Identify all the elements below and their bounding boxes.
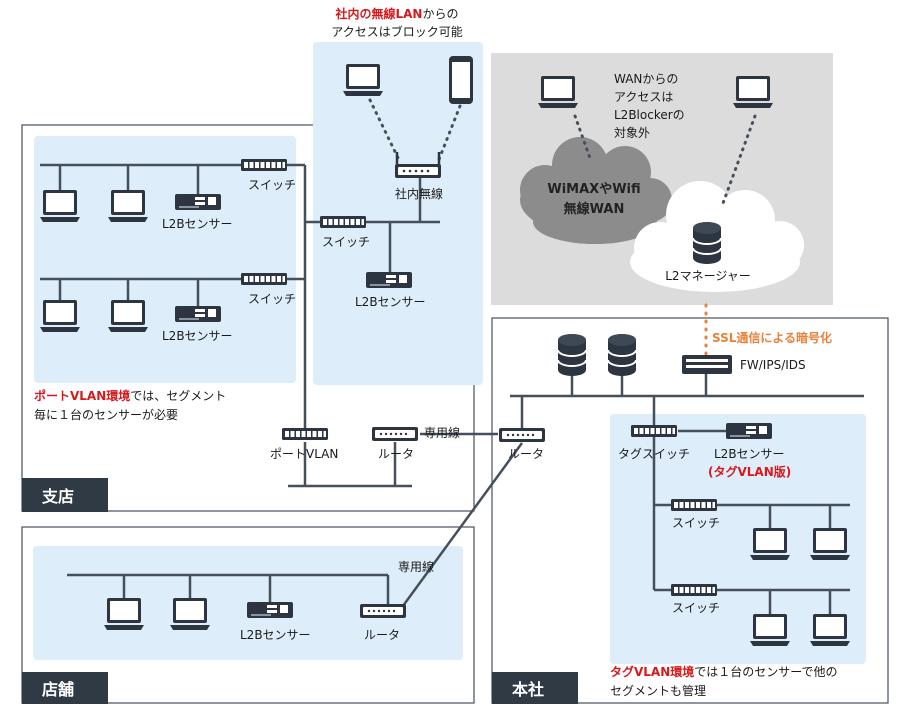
hq-sensor-label: L2Bセンサー xyxy=(714,447,785,461)
branch-sensor-1-label: L2Bセンサー xyxy=(162,217,233,231)
hq-laptop-1 xyxy=(750,528,790,560)
store-router-label: ルータ xyxy=(364,628,400,642)
branch-section-label: 支店 xyxy=(22,478,108,512)
branch-router-label: ルータ xyxy=(378,447,414,461)
manager-label: L2マネージャー xyxy=(665,269,750,283)
l2-manager-server xyxy=(692,221,722,265)
branch-switch-1-label: スイッチ xyxy=(248,178,296,192)
tag-vlan-note-line2: セグメントも管理 xyxy=(610,683,706,698)
hq-router-label: ルータ xyxy=(508,447,544,461)
branch-switch-2-label: スイッチ xyxy=(248,292,296,306)
wan-laptop-1 xyxy=(538,76,578,108)
hq-sensor-sublabel: (タグVLAN版) xyxy=(708,464,791,479)
firewall-label: FW/IPS/IDS xyxy=(740,358,806,372)
branch-switch-3-label: スイッチ xyxy=(322,235,370,249)
branch-switch-1 xyxy=(241,159,287,171)
store-sensor xyxy=(247,602,293,618)
branch-laptop-4 xyxy=(108,300,148,332)
dotted-links xyxy=(368,98,757,208)
hq-server-2 xyxy=(607,333,637,377)
wireless-ap-icon xyxy=(395,152,441,178)
branch-switch-3 xyxy=(320,216,366,228)
wan-note-line1: WANからの xyxy=(614,72,678,86)
ssl-label: SSL通信による暗号化 xyxy=(712,330,832,345)
store-laptop-1 xyxy=(104,598,144,630)
hq-section-label: 本社 xyxy=(492,672,578,704)
wan-note-line4: 対象外 xyxy=(614,126,650,140)
branch-switch-2 xyxy=(241,273,287,285)
wimax-cloud xyxy=(520,137,672,244)
port-vlan-switch xyxy=(282,428,328,440)
wireless-note-line2: アクセスはブロック可能 xyxy=(331,24,462,39)
firewall-icon xyxy=(682,355,732,374)
branch-sensor-2-label: L2Bセンサー xyxy=(162,329,233,343)
hq-tag-region xyxy=(610,414,866,664)
smartphone-icon xyxy=(449,56,473,104)
store-laptop-2 xyxy=(170,598,210,630)
tag-switch xyxy=(631,425,677,437)
port-vlan-note-line1: ポートVLAN環境では、セグメント xyxy=(34,388,226,403)
hq-switch-2-label: スイッチ xyxy=(672,601,720,615)
branch-laptop-2 xyxy=(108,190,148,222)
branch-sensor-1 xyxy=(175,194,221,210)
store-section-label: 店舗 xyxy=(22,672,108,704)
hq-server-1 xyxy=(557,333,587,377)
branch-sensor-2 xyxy=(175,306,221,322)
hq-switch-2 xyxy=(671,584,717,596)
hq-laptop-2 xyxy=(810,528,850,560)
hq-switch-1 xyxy=(671,499,717,511)
hq-switch-1-label: スイッチ xyxy=(672,516,720,530)
wimax-label-line1: WiMAXやWifi xyxy=(547,182,640,197)
branch-laptop-1 xyxy=(40,190,80,222)
port-vlan-label: ポートVLAN xyxy=(270,447,338,461)
hq-router xyxy=(499,428,545,442)
leased-line-label-1: 専用線 xyxy=(424,425,460,440)
port-vlan-note-line2: 毎に１台のセンサーが必要 xyxy=(34,407,178,422)
wan-note-line3: L2Blockerの xyxy=(614,108,685,122)
ap-label: 社内無線 xyxy=(395,186,443,201)
wireless-note-line1: 社内の無線LANからの xyxy=(335,6,459,21)
wan-note-line2: アクセスは xyxy=(614,90,673,104)
branch-laptop-3 xyxy=(40,300,80,332)
branch-router xyxy=(372,427,418,441)
tag-vlan-note-line1: タグVLAN環境では１台のセンサーで他の xyxy=(610,664,838,679)
store-router xyxy=(360,604,406,618)
tag-switch-label: タグスイッチ xyxy=(618,447,690,461)
branch-sensor-3-label: L2Bセンサー xyxy=(355,295,426,309)
wireless-laptop xyxy=(343,64,383,96)
wireless-region xyxy=(313,42,483,385)
branch-segments-region xyxy=(34,136,296,383)
leased-line-label-2: 専用線 xyxy=(398,559,434,574)
hq-laptop-4 xyxy=(810,614,850,646)
store-sensor-label: L2Bセンサー xyxy=(240,628,311,642)
wimax-label-line2: 無線WAN xyxy=(564,201,625,217)
wan-laptop-2 xyxy=(733,76,773,108)
branch-sensor-3 xyxy=(366,272,412,288)
hq-laptop-3 xyxy=(750,614,790,646)
hq-tag-sensor xyxy=(726,423,772,439)
